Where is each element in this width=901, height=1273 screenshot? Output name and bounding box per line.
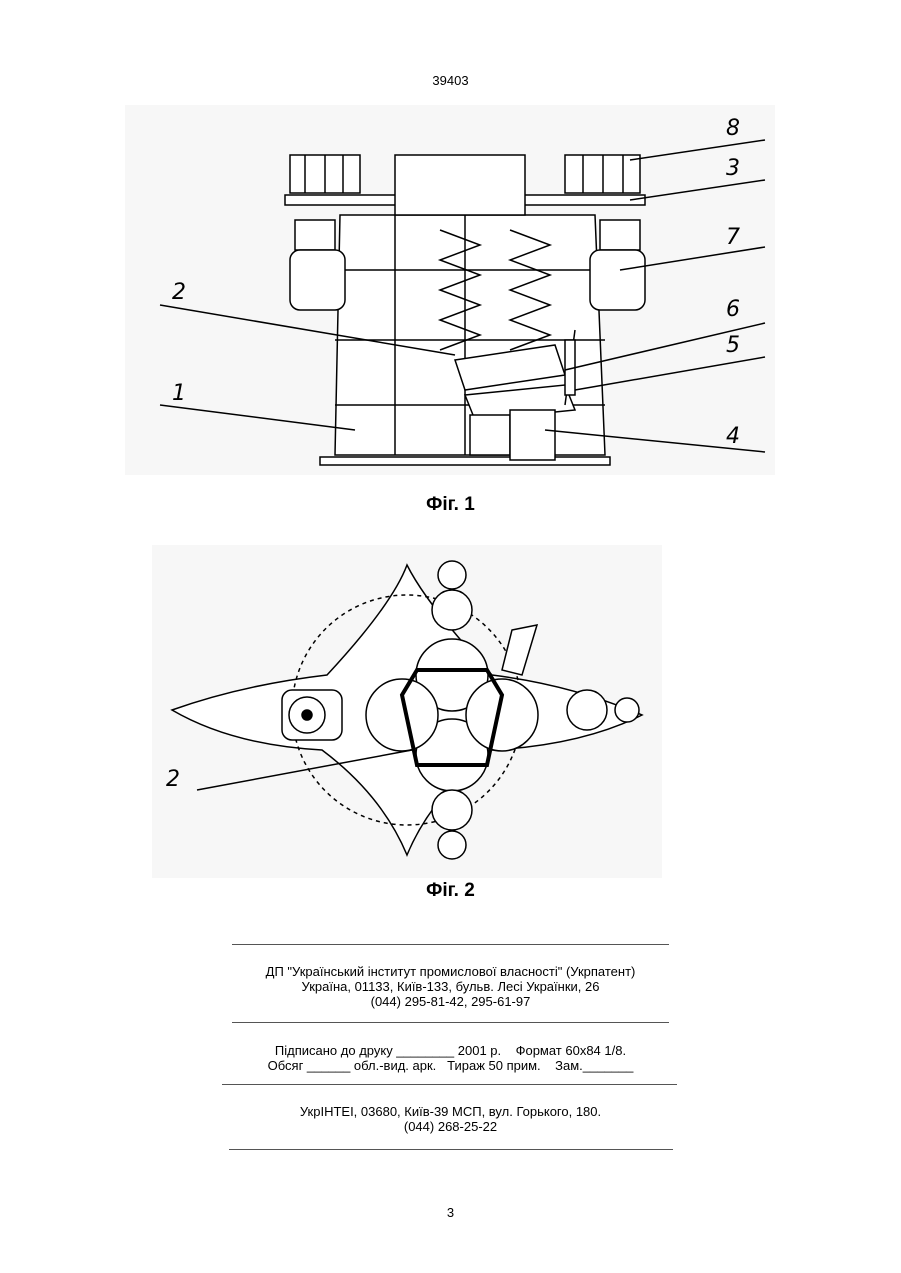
callout-1: 1 (172, 381, 186, 406)
divider-2 (232, 1022, 669, 1023)
publisher-phone: (044) 295-81-42, 295-61-97 (0, 994, 901, 1009)
divider-1 (232, 944, 669, 945)
callout-8: 8 (726, 116, 740, 141)
callout-7: 7 (726, 225, 740, 250)
figure-1-drawing (125, 105, 775, 475)
print-info: Підписано до друку ________ 2001 р. Форм… (0, 1043, 901, 1073)
publisher-info: ДП "Український інститут промислової вла… (0, 964, 901, 1009)
callout-2: 2 (172, 280, 186, 305)
patent-number: 39403 (0, 73, 901, 88)
callout-2-fig2: 2 (166, 767, 180, 792)
print-volume-line: Обсяг ______ обл.-вид. арк. Тираж 50 при… (0, 1058, 901, 1073)
figure-2-caption: Фіг. 2 (0, 880, 901, 902)
publisher-name: ДП "Український інститут промислової вла… (0, 964, 901, 979)
callout-6: 6 (726, 297, 740, 322)
callout-4: 4 (726, 424, 740, 449)
printer-address: УкрІНТЕІ, 03680, Київ-39 МСП, вул. Горьк… (0, 1104, 901, 1119)
callout-3: 3 (726, 156, 740, 181)
printer-info: УкрІНТЕІ, 03680, Київ-39 МСП, вул. Горьк… (0, 1104, 901, 1134)
printer-phone: (044) 268-25-22 (0, 1119, 901, 1134)
callout-5: 5 (726, 333, 740, 358)
print-signed-line: Підписано до друку ________ 2001 р. Форм… (0, 1043, 901, 1058)
page-number: 3 (0, 1205, 901, 1220)
figure-2-drawing (152, 545, 662, 878)
divider-4 (229, 1149, 673, 1150)
figure-1-caption: Фіг. 1 (0, 494, 901, 516)
divider-3 (222, 1084, 677, 1085)
publisher-address: Україна, 01133, Київ-133, бульв. Лесі Ук… (0, 979, 901, 994)
